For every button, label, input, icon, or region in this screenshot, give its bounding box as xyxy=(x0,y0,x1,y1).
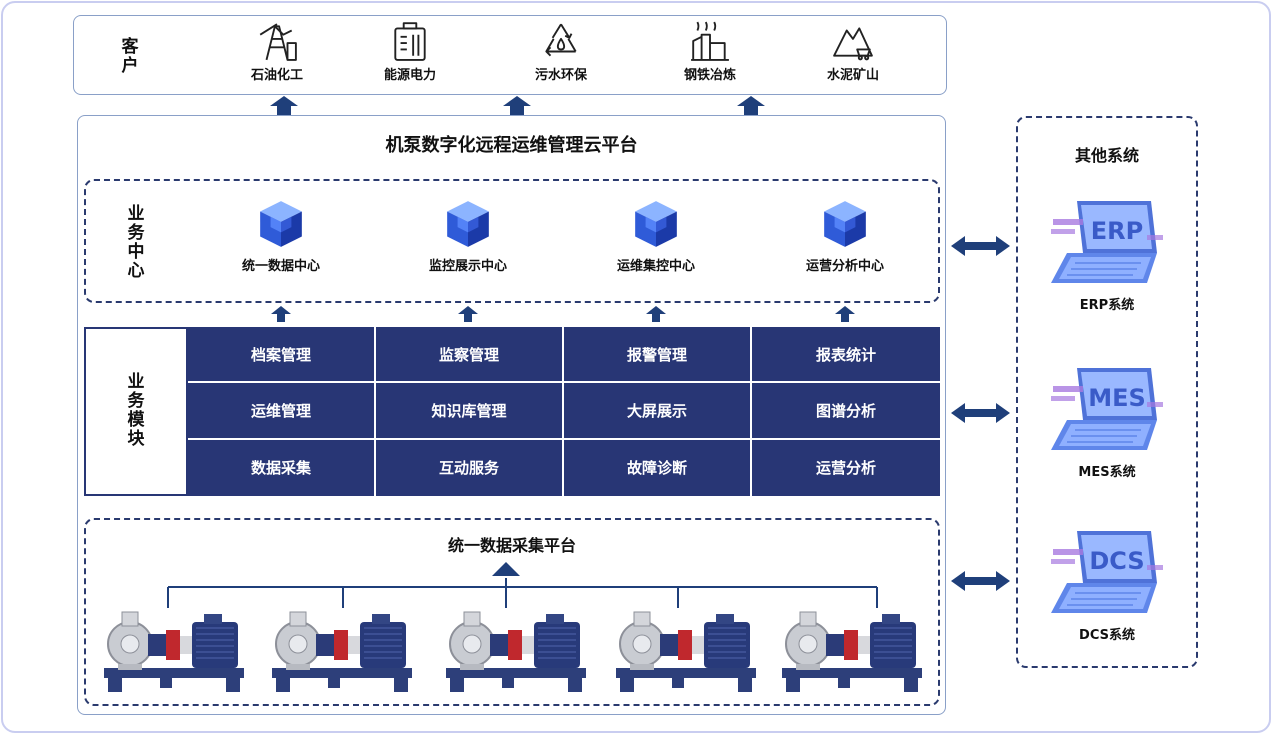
module-cell: 互动服务 xyxy=(376,439,564,496)
system-label: MES系统 xyxy=(1078,465,1136,480)
double-arrow-icon xyxy=(951,403,1010,423)
platform-title: 机泵数字化远程运维管理云平台 xyxy=(385,135,638,156)
module-cell: 故障诊断 xyxy=(564,439,752,496)
pump-icon xyxy=(272,611,412,692)
customer-label: 水泥矿山 xyxy=(826,68,879,83)
screen-text: DCS xyxy=(1089,547,1144,575)
module-cell: 运营分析 xyxy=(815,459,876,478)
up-arrow-icon xyxy=(646,306,666,322)
business-center-item: 统一数据中心 xyxy=(211,199,351,274)
customer-item: 能源电力 xyxy=(355,20,465,83)
business-modules-label: 业务模块 xyxy=(127,372,145,449)
system-label: DCS系统 xyxy=(1079,628,1135,643)
customers-box: 客户 xyxy=(73,15,947,95)
customer-label: 能源电力 xyxy=(383,68,436,83)
data-cube-icon xyxy=(635,201,677,247)
oil-derrick-icon xyxy=(259,23,297,61)
data-cube-icon xyxy=(447,201,489,247)
customer-label: 污水环保 xyxy=(534,68,587,83)
business-center-label-text: 统一数据中心 xyxy=(241,259,320,274)
data-platform-title: 统一数据采集平台 xyxy=(447,536,576,555)
module-cell: 知识库管理 xyxy=(376,383,564,440)
pump-icon xyxy=(446,611,586,692)
customer-label: 钢铁冶炼 xyxy=(683,68,736,83)
system-item: MES MES系统 xyxy=(1037,362,1177,480)
up-arrow-icon xyxy=(737,96,765,115)
customer-item: 水泥矿山 xyxy=(798,20,908,83)
business-center-label-text: 监控展示中心 xyxy=(428,259,507,274)
up-arrow-icon xyxy=(835,306,855,322)
system-item: DCS DCS系统 xyxy=(1037,525,1177,643)
business-center-label: 业务中心 xyxy=(127,204,145,281)
other-systems-box xyxy=(1016,116,1198,668)
recycle-water-icon xyxy=(545,23,577,57)
double-arrow-icon xyxy=(951,571,1010,591)
business-modules-label-box xyxy=(84,327,188,496)
business-center-label-text: 运营分析中心 xyxy=(805,259,884,274)
pump-icon xyxy=(616,611,756,692)
customer-item: 污水环保 xyxy=(506,20,616,83)
module-cell: 运维管理 xyxy=(188,383,376,440)
laptop-icon: DCS xyxy=(1051,531,1163,613)
customer-item: 石油化工 xyxy=(222,20,332,83)
data-platform-box xyxy=(84,518,940,706)
module-cell: 大屏展示 xyxy=(564,383,752,440)
mine-cart-icon xyxy=(833,27,873,61)
module-cell: 监察管理 xyxy=(376,327,564,384)
screen-text: MES xyxy=(1088,384,1146,412)
laptop-icon: MES xyxy=(1051,368,1163,450)
business-modules-grid: 档案管理监察管理报警管理报表统计运维管理知识库管理大屏展示图谱分析数据采集互动服… xyxy=(188,327,940,496)
double-arrow-icon xyxy=(951,236,1010,256)
business-center-label-text: 运维集控中心 xyxy=(616,259,695,274)
module-cell: 数据采集 xyxy=(188,439,376,496)
customer-label: 石油化工 xyxy=(250,68,303,83)
business-center-box xyxy=(84,179,940,303)
battery-icon xyxy=(394,22,426,61)
business-center-item: 监控展示中心 xyxy=(398,199,538,274)
customer-item: 钢铁冶炼 xyxy=(655,20,765,83)
up-arrow-icon xyxy=(458,306,478,322)
up-arrow-icon xyxy=(271,306,291,322)
pump-icon xyxy=(104,611,244,692)
module-cell: 报表统计 xyxy=(752,327,940,384)
factory-icon xyxy=(691,21,729,61)
business-center-item: 运维集控中心 xyxy=(586,199,726,274)
data-cube-icon xyxy=(260,201,302,247)
laptop-icon: ERP xyxy=(1051,201,1163,283)
module-cell: 报警管理 xyxy=(564,327,752,384)
up-arrow-icon xyxy=(492,562,520,576)
customers-label: 客户 xyxy=(121,37,139,76)
module-cell: 图谱分析 xyxy=(752,383,940,440)
data-cube-icon xyxy=(824,201,866,247)
up-arrow-icon xyxy=(503,96,531,115)
pump-icon xyxy=(782,611,922,692)
business-center-item: 运营分析中心 xyxy=(775,199,915,274)
system-item: ERP ERP系统 xyxy=(1037,195,1177,313)
system-label: ERP系统 xyxy=(1079,298,1135,313)
screen-text: ERP xyxy=(1091,217,1143,245)
other-systems-title: 其他系统 xyxy=(1074,146,1139,165)
module-cell: 档案管理 xyxy=(188,327,376,384)
up-arrow-icon xyxy=(270,96,298,115)
